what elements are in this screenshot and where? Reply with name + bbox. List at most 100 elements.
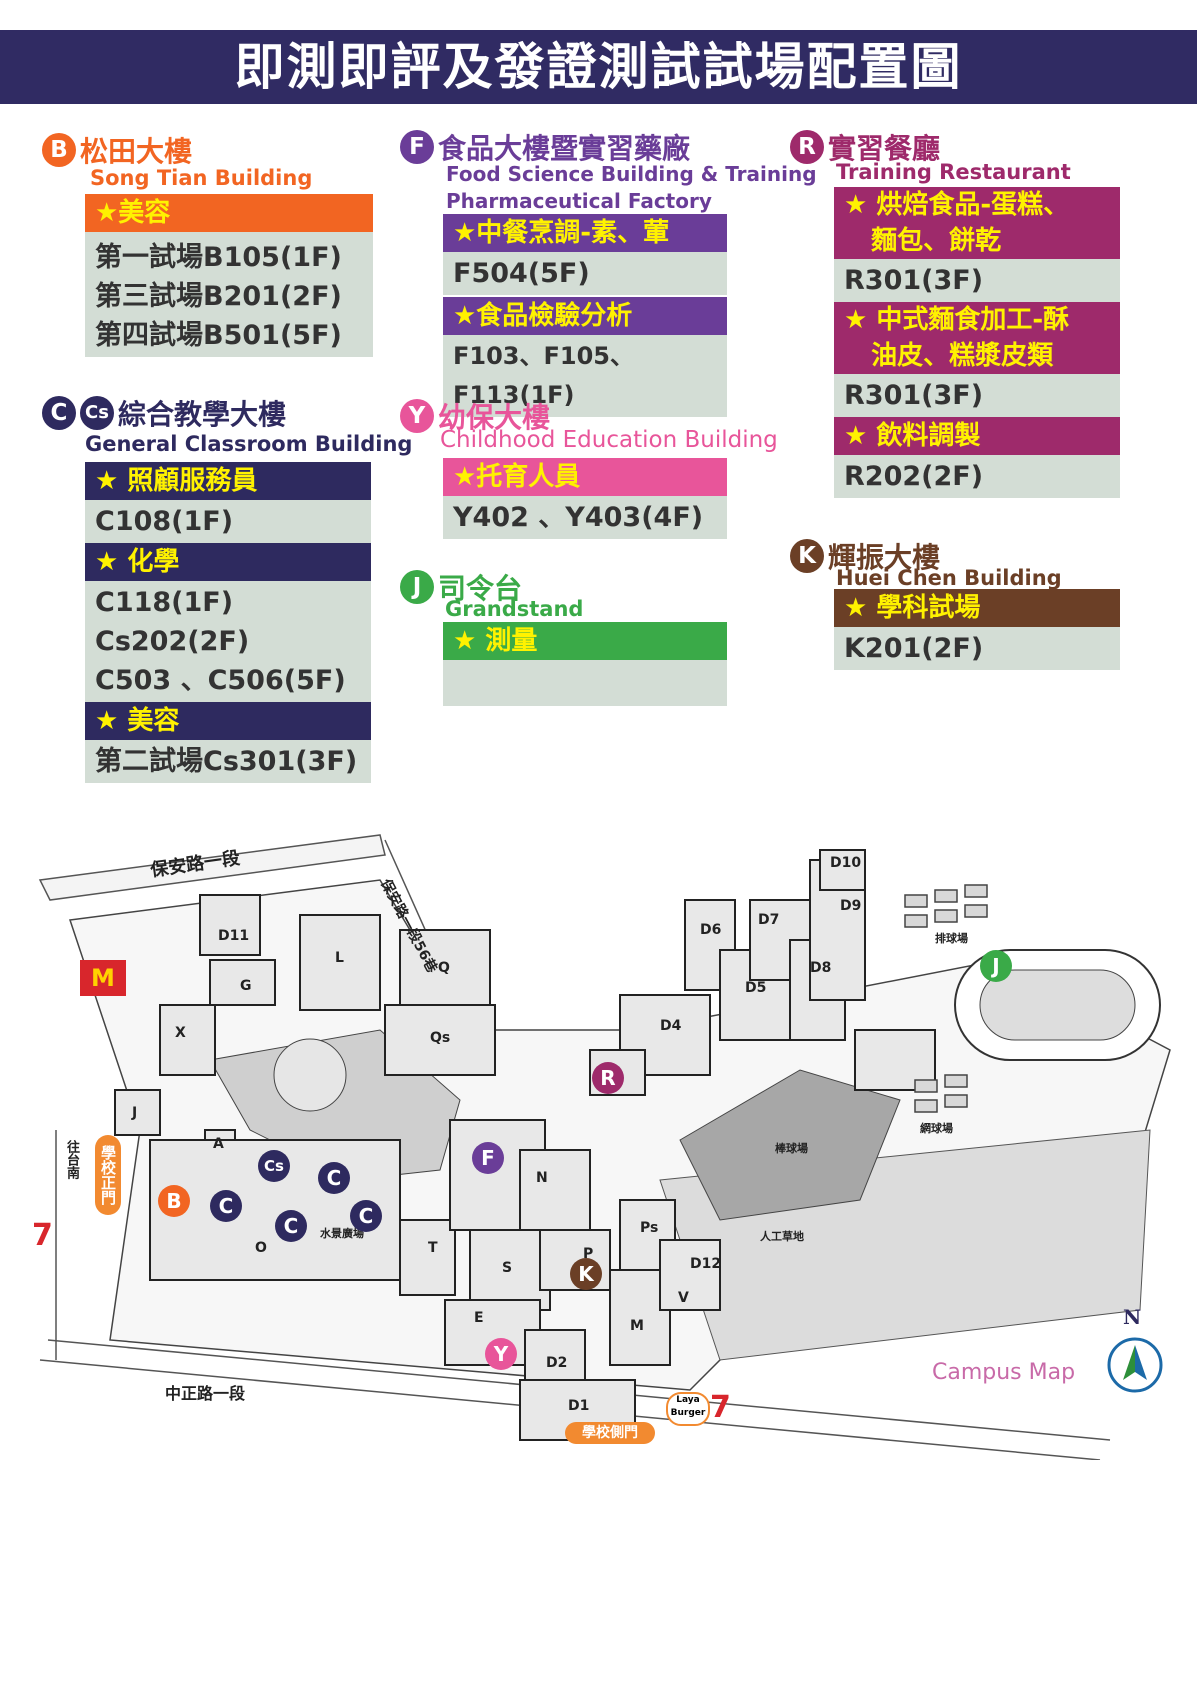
- building-f-header: F 食品大樓暨實習藥廠: [400, 127, 690, 167]
- map-label-v: V: [678, 1290, 689, 1306]
- category-label: ★ 測量: [443, 622, 727, 660]
- room: C108(1F): [95, 506, 234, 537]
- category-label: ★托育人員: [443, 458, 727, 496]
- room: R301(3F): [844, 380, 984, 411]
- category-label: ★美容: [85, 194, 373, 232]
- campus-map: D11 G L Q Qs X J A O T S E D2 D1 M V D12…: [0, 800, 1197, 1461]
- map-marker-f: F: [472, 1142, 504, 1174]
- building-y-en: Childhood Education Building: [440, 427, 778, 453]
- category-label: ★食品檢驗分析: [443, 297, 727, 335]
- map-label-d1: D1: [568, 1398, 590, 1414]
- building-b-en: Song Tian Building: [90, 166, 313, 190]
- map-label-d7: D7: [758, 912, 780, 928]
- building-j-badge: J: [400, 570, 434, 604]
- room-list: R301(3F): [834, 374, 1120, 417]
- map-label-ps: Ps: [640, 1220, 659, 1236]
- building-b-name: 松田大樓: [80, 135, 193, 168]
- building-r-header: R 實習餐廳: [790, 127, 940, 167]
- map-label-d2: D2: [546, 1355, 568, 1371]
- map-label-j-building: J: [132, 1105, 138, 1121]
- building-j-header: J 司令台: [400, 567, 522, 607]
- room: 第二試場Cs301(3F): [95, 746, 358, 777]
- building-c-en: General Classroom Building: [85, 432, 413, 456]
- room-list: 第二試場Cs301(3F): [85, 740, 371, 783]
- map-label-a: A: [213, 1136, 224, 1152]
- area-volleyball: 排球場: [935, 932, 968, 945]
- map-label-d5: D5: [745, 980, 767, 996]
- building-y-badge: Y: [400, 399, 434, 433]
- building-c-name: 綜合教學大樓: [118, 398, 287, 431]
- building-y-header: Y 幼保大樓: [400, 396, 550, 436]
- map-label-d8: D8: [810, 960, 832, 976]
- building-r-badge: R: [790, 130, 824, 164]
- map-label-s: S: [502, 1260, 513, 1276]
- map-label-g: G: [240, 978, 252, 994]
- room-list: K201(2F): [834, 627, 1120, 670]
- room-list: C118(1F) Cs202(2F) C503 、C506(5F): [85, 581, 371, 702]
- room: Y402 、Y403(4F): [453, 502, 704, 533]
- area-tennis: 網球場: [920, 1122, 953, 1135]
- building-f-badge: F: [400, 130, 434, 164]
- room: 第三試場B201(2F): [95, 281, 342, 312]
- room-list: C108(1F): [85, 500, 371, 543]
- building-c-header: C Cs 綜合教學大樓: [42, 393, 286, 433]
- building-k-en: Huei Chen Building: [836, 566, 1062, 590]
- map-label-d4: D4: [660, 1018, 682, 1034]
- room: C503 、C506(5F): [95, 665, 346, 696]
- side-gate: 學校側門: [565, 1422, 655, 1444]
- room: R301(3F): [844, 265, 984, 296]
- map-marker-k: K: [570, 1258, 602, 1290]
- room-list: [443, 660, 727, 706]
- building-k-header: K 輝振大樓: [790, 536, 940, 576]
- map-marker-cs: Cs: [258, 1150, 290, 1182]
- map-marker-r: R: [592, 1062, 624, 1094]
- building-j-en: Grandstand: [445, 597, 584, 621]
- room: C118(1F): [95, 587, 234, 618]
- page-title: 即測即評及發證測試試場配置圖: [0, 30, 1197, 104]
- category-label: ★ 照顧服務員: [85, 462, 371, 500]
- room: F103、F105、F113(1F): [453, 342, 634, 409]
- building-j-name: 司令台: [438, 572, 523, 605]
- building-k-card: ★ 學科試場 K201(2F): [834, 589, 1120, 670]
- map-label-l: L: [335, 950, 344, 966]
- room-list: Y402 、Y403(4F): [443, 496, 727, 539]
- building-c-badge: C: [42, 396, 76, 430]
- map-marker-c-3: C: [318, 1162, 350, 1194]
- room: F504(5F): [453, 258, 590, 289]
- building-f-card: ★中餐烹調-素、葷 F504(5F) ★食品檢驗分析 F103、F105、F11…: [443, 214, 727, 417]
- building-f-name: 食品大樓暨實習藥廠: [438, 132, 691, 165]
- map-label-o: O: [255, 1240, 267, 1256]
- category-label: ★ 中式麵食加工-酥 油皮、糕漿皮類: [834, 302, 1120, 374]
- category-label: ★ 烘焙食品-蛋糕、 麵包、餅乾: [834, 187, 1120, 259]
- map-label-d11: D11: [218, 928, 250, 944]
- building-r-card: ★ 烘焙食品-蛋糕、 麵包、餅乾 R301(3F) ★ 中式麵食加工-酥 油皮、…: [834, 187, 1120, 498]
- map-label-d9: D9: [840, 898, 862, 914]
- building-y-name: 幼保大樓: [438, 401, 551, 434]
- map-marker-c: C: [210, 1190, 242, 1222]
- category-label: ★ 美容: [85, 702, 371, 740]
- area-turf: 人工草地: [760, 1230, 804, 1243]
- map-marker-y: Y: [485, 1338, 517, 1370]
- room-list: F103、F105、F113(1F): [443, 335, 727, 417]
- map-label-t: T: [428, 1240, 438, 1256]
- road-tainan: 往台南: [64, 1140, 79, 1179]
- building-b-badge: B: [42, 133, 76, 167]
- room: K201(2F): [844, 633, 984, 664]
- room-list: F504(5F): [443, 252, 727, 295]
- area-baseball: 棒球場: [775, 1142, 808, 1155]
- building-y-card: ★托育人員 Y402 、Y403(4F): [443, 458, 727, 539]
- map-label-d12: D12: [690, 1256, 722, 1272]
- building-cs-badge: Cs: [80, 396, 114, 430]
- room-list: 第一試場B105(1F) 第三試場B201(2F) 第四試場B501(5F): [85, 232, 373, 357]
- campus-map-drawing: [38, 834, 1171, 1461]
- map-label-e: E: [474, 1310, 484, 1326]
- north-label: N: [1123, 1305, 1142, 1329]
- building-f-en: Food Science Building & Training: [446, 162, 817, 186]
- building-b-header: B 松田大樓: [42, 130, 192, 170]
- map-label-x: X: [175, 1025, 186, 1041]
- map-marker-j: J: [980, 950, 1012, 982]
- campus-map-label: Campus Map: [932, 1360, 1076, 1385]
- seven-eleven-logo-2: 7: [710, 1390, 731, 1425]
- road-zhongzheng: 中正路一段: [165, 1384, 246, 1403]
- map-label-n: N: [536, 1170, 548, 1186]
